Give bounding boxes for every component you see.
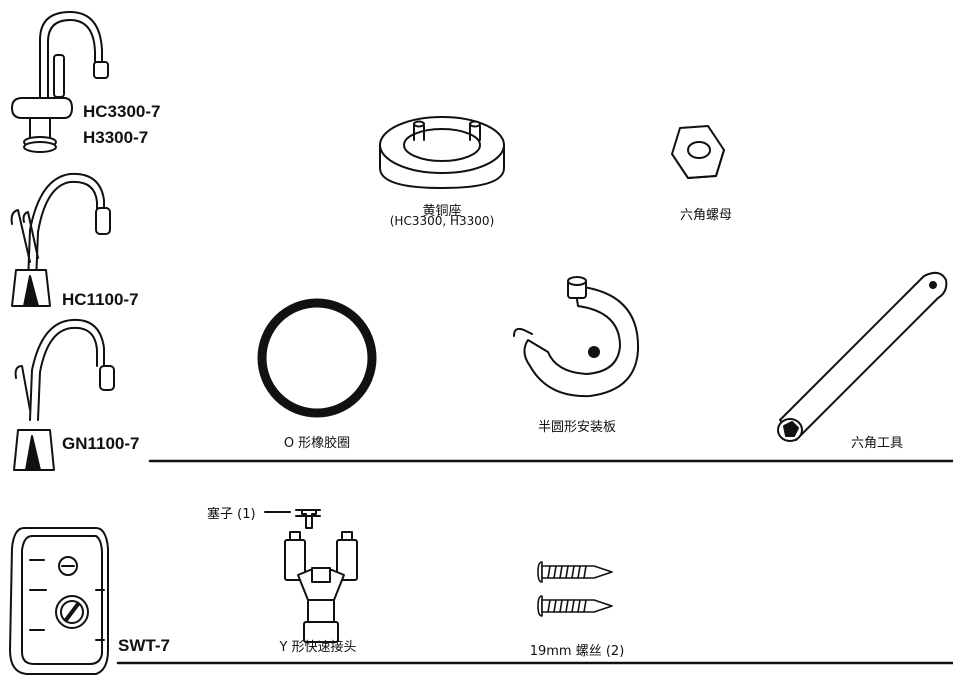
part-label-brass-base-note: (HC3300, H3300): [389, 214, 495, 228]
half-round-plate-icon: [513, 276, 640, 398]
faucet-hc1100-icon: [10, 172, 111, 307]
water-tank-icon: [9, 527, 109, 675]
faucet-gn1100-icon: [13, 318, 115, 471]
model-label-swt: SWT-7: [118, 636, 170, 655]
model-label-gn1100: GN1100-7: [62, 434, 140, 453]
o-ring-icon: [257, 298, 377, 418]
part-label-brass-base: 黄铜座: [422, 204, 462, 219]
model-label-hc3300: HC3300-7: [83, 102, 161, 121]
part-label-screws: 19mm 螺丝 (2): [529, 644, 625, 659]
part-label-hex-nut: 六角螺母: [679, 208, 733, 223]
y-connector-icon: [284, 531, 358, 643]
part-label-half-plate: 半圆形安装板: [537, 420, 617, 435]
part-label-hex-tool: 六角工具: [850, 436, 904, 451]
brass-base-icon: [379, 116, 505, 189]
model-label-h3300: H3300-7: [83, 128, 149, 147]
part-label-plug: 塞子 (1): [207, 507, 256, 522]
faucet-hc3300-icon: [11, 11, 109, 153]
part-label-o-ring: O 形橡胶圈: [283, 436, 351, 451]
screw-icon: [537, 561, 613, 583]
screw-icon: [537, 595, 613, 617]
part-label-y-connector: Y 形快速接头: [279, 640, 357, 655]
plug-icon: [264, 509, 321, 529]
hex-nut-icon: [671, 125, 725, 179]
hex-tool-icon: [777, 271, 948, 442]
model-label-hc1100: HC1100-7: [62, 290, 139, 309]
